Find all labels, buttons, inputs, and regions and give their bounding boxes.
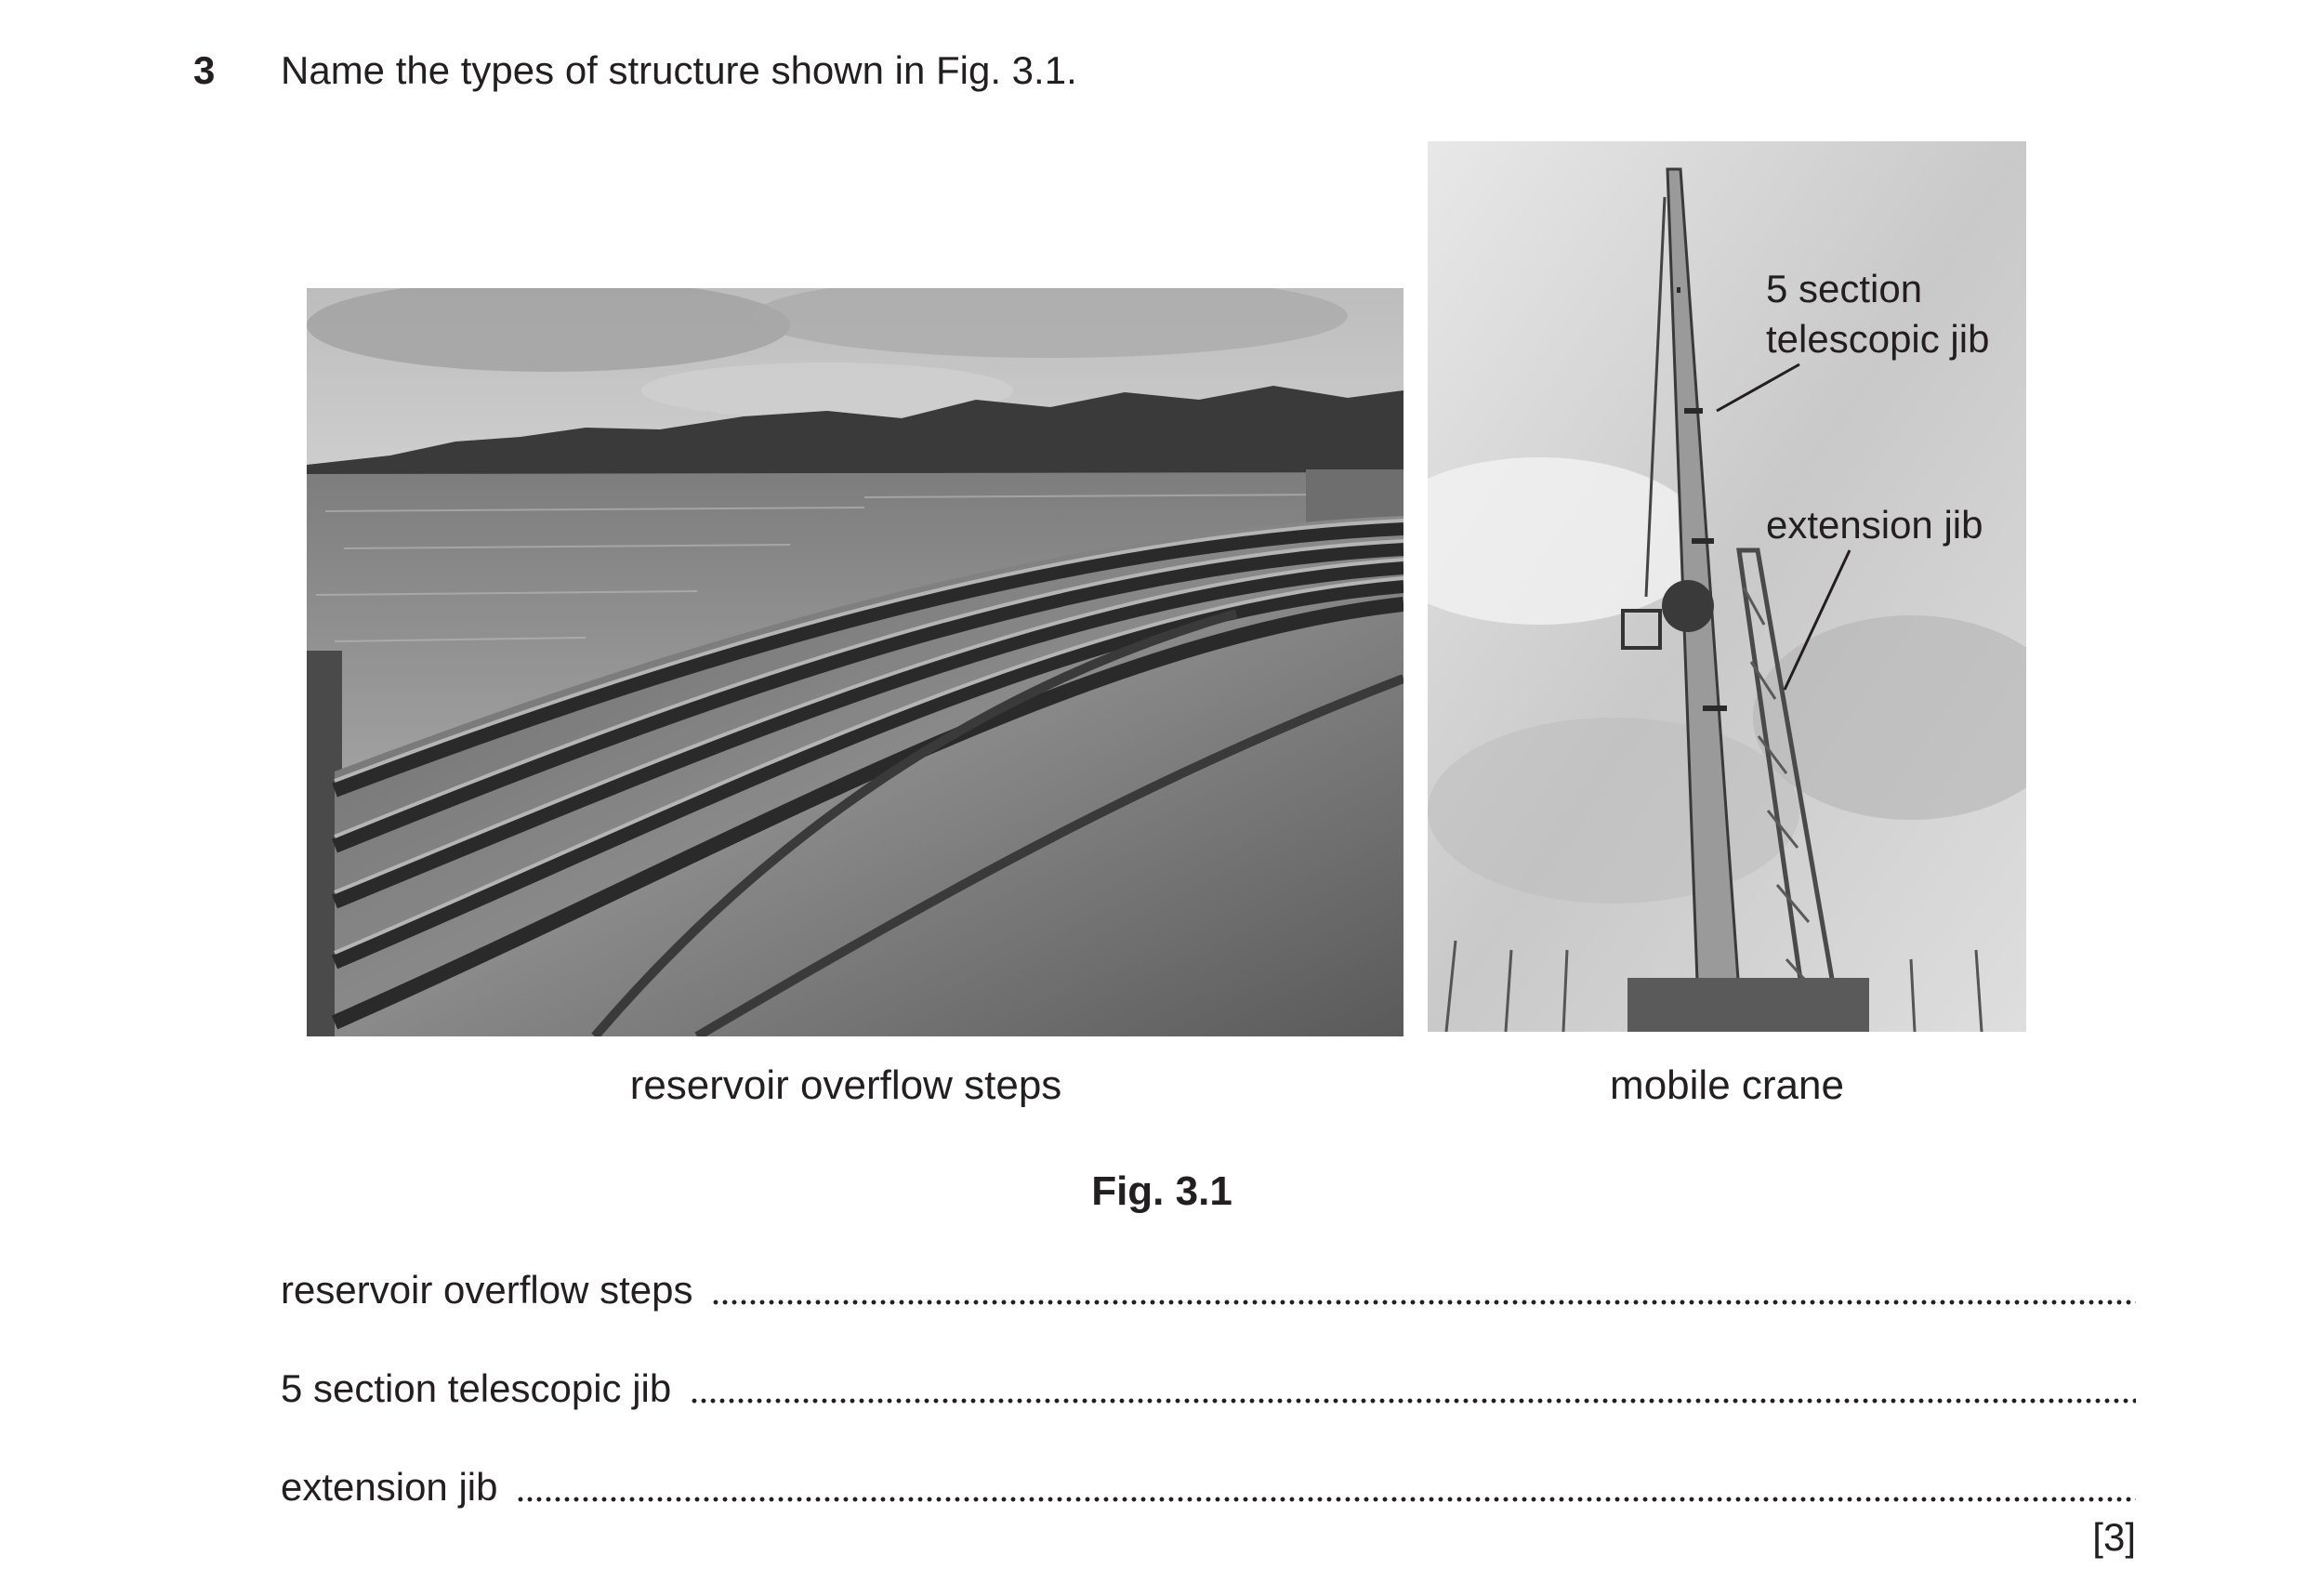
answer-row-extension-jib: extension jib (281, 1458, 2136, 1513)
extension-jib-label: extension jib (1766, 503, 1983, 547)
figure-title: Fig. 3.1 (1091, 1168, 1232, 1214)
answer-label: extension jib (281, 1465, 498, 1509)
answer-line[interactable] (516, 1497, 2136, 1502)
answer-row-reservoir: reservoir overflow steps (281, 1260, 2136, 1316)
answer-row-telescopic-jib: 5 section telescopic jib (281, 1359, 2136, 1415)
telescopic-jib-label-line1: 5 section (1766, 267, 1923, 310)
answer-line[interactable] (690, 1398, 2136, 1404)
question-number: 3 (193, 48, 216, 92)
answer-line[interactable] (711, 1299, 2136, 1305)
answer-label: 5 section telescopic jib (281, 1366, 672, 1410)
caption-reservoir: reservoir overflow steps (629, 1062, 1062, 1108)
marks-total: [3] (2092, 1515, 2136, 1559)
answer-label: reservoir overflow steps (281, 1268, 693, 1312)
telescopic-jib-label-line2: telescopic jib (1766, 317, 1990, 361)
crane-photo (1428, 141, 2026, 1032)
caption-crane: mobile crane (1610, 1062, 1844, 1108)
reservoir-photo (307, 288, 1403, 1036)
question-text: Name the types of structure shown in Fig… (281, 48, 1077, 92)
